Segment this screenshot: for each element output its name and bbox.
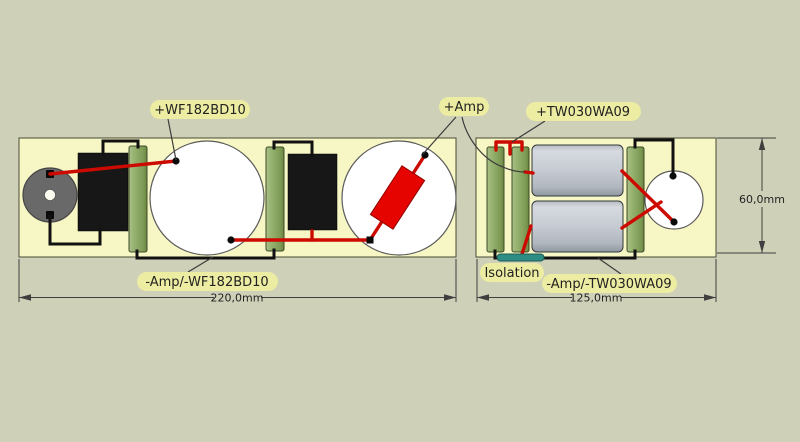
woofer-board-group — [18, 137, 457, 260]
junction-coil3-top — [669, 172, 677, 180]
capacitor-gray-bottom[interactable] — [531, 200, 624, 253]
capacitor-black-2[interactable] — [287, 153, 338, 231]
capacitor-gray-top[interactable] — [531, 144, 624, 197]
resistor-2[interactable] — [265, 146, 285, 252]
dimension-text: 220,0mm — [211, 292, 264, 305]
wire-cap1-resistor1[interactable] — [101, 139, 140, 156]
wire-terminal-cap1[interactable] — [48, 214, 102, 246]
leader-woofer-positive — [167, 118, 177, 161]
capacitor-black-1[interactable] — [77, 152, 129, 232]
label-text: -Amp/-TW030WA09 — [546, 277, 671, 292]
labels: +WF182BD10 +Amp +TW030WA09 -Amp/-WF182BD… — [137, 97, 677, 293]
wire-coil3-resistor5[interactable] — [633, 138, 675, 178]
label-text: +WF182BD10 — [154, 103, 246, 118]
wire-red-capbottom-coil3[interactable] — [620, 200, 663, 230]
leader-tweeter-positive — [511, 120, 546, 143]
leader-amp-left — [422, 116, 457, 155]
label-text: +TW030WA09 — [536, 105, 630, 120]
resistor-red-body[interactable] — [369, 165, 426, 230]
arrow-down-icon — [758, 241, 766, 253]
label-text: +Amp — [444, 100, 485, 115]
arrow-right-icon — [444, 294, 456, 301]
leader-tweeter-negative — [597, 257, 622, 275]
label-leaders — [167, 116, 622, 275]
junction-coil1-top — [172, 157, 180, 165]
wire-red-terminal-coil1[interactable] — [48, 159, 178, 176]
leader-woofer-negative — [187, 256, 214, 273]
arrow-left-icon — [477, 294, 489, 301]
wire-red-amp-stub[interactable] — [523, 170, 535, 175]
dimension-woofer-width[interactable]: 220,0mm — [18, 259, 457, 305]
junction-wire-corner — [366, 236, 374, 244]
label-tweeter-negative[interactable]: -Amp/-TW030WA09 — [542, 274, 677, 293]
wire-red-captop-coil3[interactable] — [620, 169, 676, 224]
label-isolation[interactable]: Isolation — [480, 263, 544, 282]
dimension-text: 60,0mm — [739, 193, 785, 206]
resistor-5[interactable] — [626, 146, 645, 253]
tweeter-board-group — [475, 137, 717, 262]
resistor-3[interactable] — [486, 146, 505, 253]
dimension-tweeter-width[interactable]: 125,0mm — [476, 259, 717, 305]
junction-coil1-bottom — [227, 236, 235, 244]
label-pill — [526, 102, 641, 121]
wire-cap2-resistor2[interactable] — [272, 140, 314, 157]
resistor-1[interactable] — [128, 145, 148, 253]
dimension-text: 125,0mm — [570, 292, 623, 305]
wire-resistor1-resistor2[interactable] — [135, 248, 276, 260]
junction-coil3-bottom — [670, 218, 678, 226]
isolation-strip[interactable] — [496, 253, 545, 262]
label-pill — [542, 274, 677, 293]
label-pill — [150, 100, 250, 119]
wire-ground-bottom[interactable] — [493, 249, 637, 260]
label-pill — [480, 263, 544, 282]
dimension-board-height[interactable]: 60,0mm — [717, 137, 785, 254]
label-pill — [439, 97, 489, 116]
label-tweeter-positive[interactable]: +TW030WA09 — [526, 102, 641, 121]
wire-red-capbottom-isolation[interactable] — [520, 224, 533, 256]
label-woofer-negative[interactable]: -Amp/-WF182BD10 — [137, 272, 278, 291]
leader-amp-right — [461, 116, 526, 173]
terminal-center-hole — [44, 189, 56, 201]
label-amp-positive[interactable]: +Amp — [439, 97, 489, 116]
arrow-up-icon — [758, 138, 766, 150]
arrow-right-icon — [704, 294, 716, 301]
label-text: -Amp/-WF182BD10 — [145, 275, 268, 290]
label-text: Isolation — [484, 266, 539, 281]
wire-red-resistor-bridge[interactable] — [494, 140, 524, 156]
inductor-coil-1[interactable] — [149, 140, 265, 256]
label-woofer-positive[interactable]: +WF182BD10 — [150, 100, 250, 119]
arrow-left-icon — [19, 294, 31, 301]
label-pill — [137, 272, 278, 291]
